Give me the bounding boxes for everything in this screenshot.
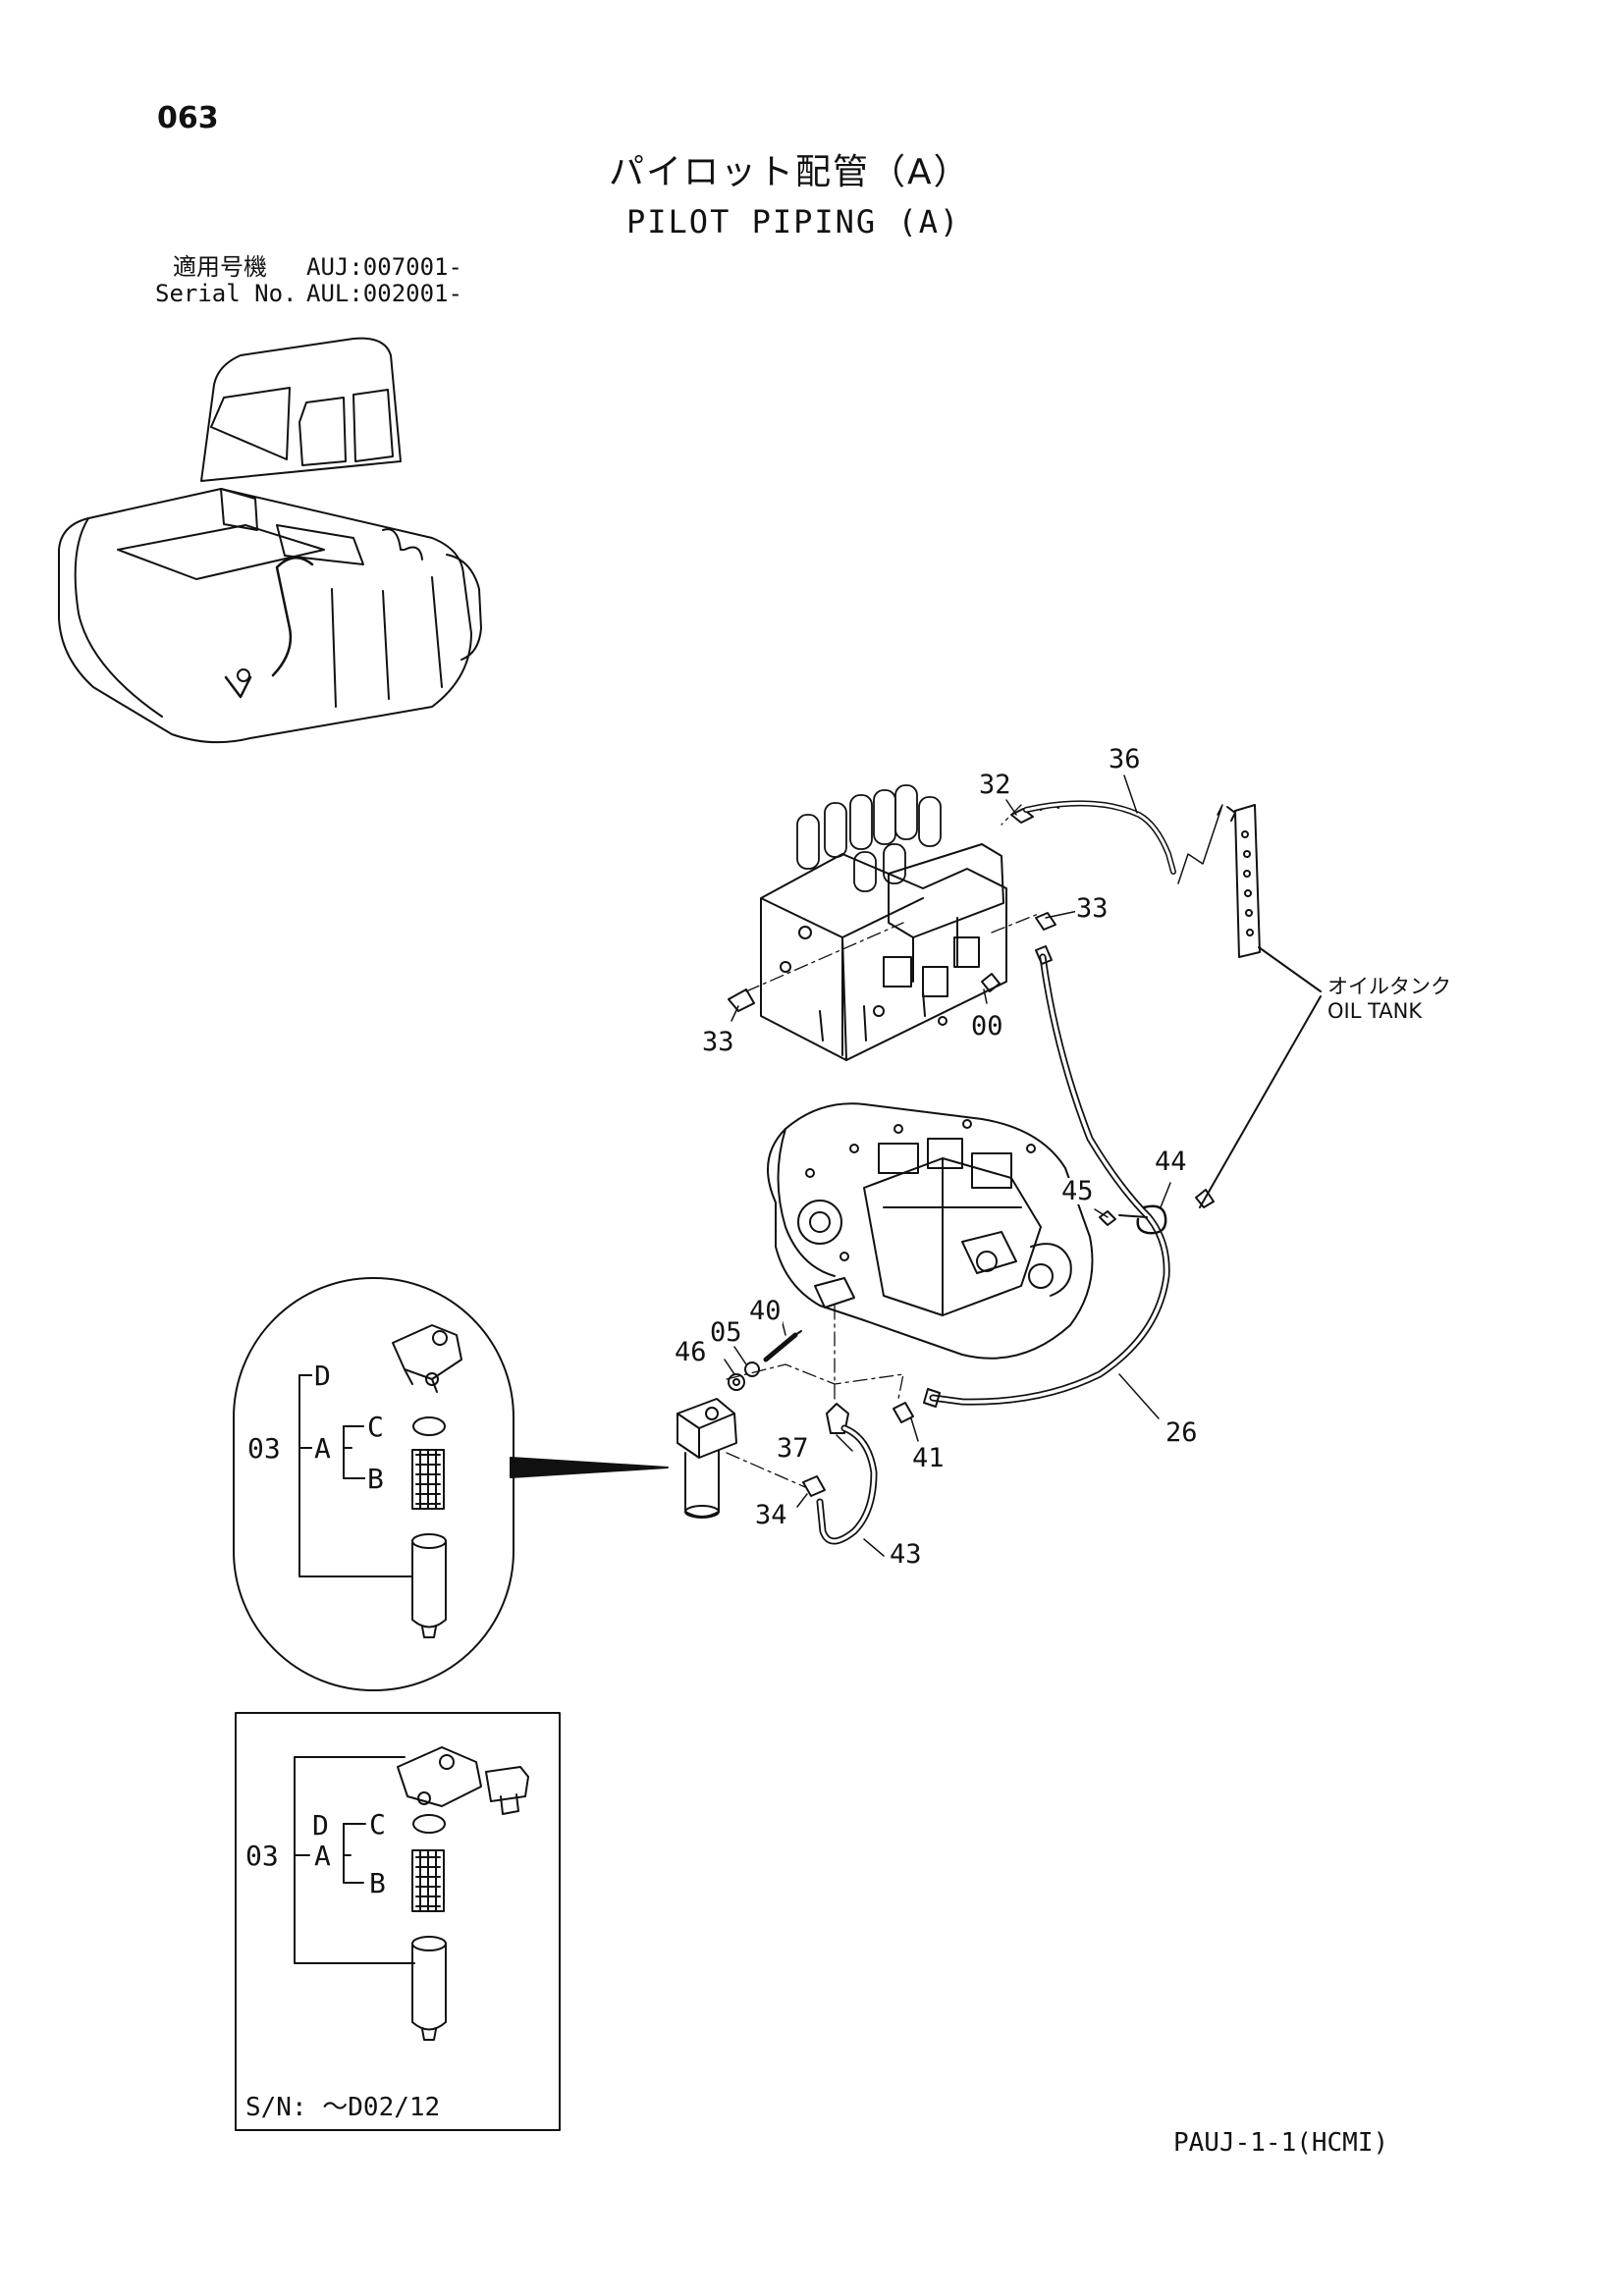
- serial-range-2: AUL:002001-: [306, 280, 462, 307]
- callout-44: 44: [1154, 1147, 1188, 1177]
- filter-detail-circle: [234, 1278, 514, 1690]
- page-title-japanese: パイロット配管（A）: [609, 152, 971, 192]
- pilot-hose-icon: [924, 946, 1166, 1407]
- callout-45: 45: [1060, 1176, 1095, 1206]
- legend2-part-c: C: [367, 1808, 388, 1841]
- legend1-part-b: B: [365, 1463, 386, 1495]
- hydraulic-pump-icon: [768, 1103, 1093, 1358]
- legend2-assembly-03: 03: [244, 1840, 281, 1872]
- oil-tank-bracket-icon: [1178, 805, 1321, 1207]
- oil-tank-label-english: OIL TANK: [1327, 999, 1423, 1023]
- pilot-filter-icon: [511, 1306, 913, 1541]
- callout-41: 41: [911, 1443, 946, 1473]
- callout-46: 46: [674, 1337, 708, 1367]
- filter-detail-box: [236, 1713, 560, 2130]
- callout-32: 32: [978, 770, 1012, 800]
- legend2-part-d: D: [310, 1809, 331, 1842]
- serial-label-english: Serial No.: [155, 280, 298, 307]
- callout-26: 26: [1164, 1417, 1199, 1448]
- callout-36: 36: [1108, 744, 1142, 774]
- callout-00: 00: [970, 1011, 1004, 1041]
- legend1-part-a: A: [312, 1432, 333, 1465]
- serial-box-note: S/N: ～D02/12: [245, 2093, 441, 2122]
- callout-34: 34: [754, 1500, 788, 1530]
- callout-33-right: 33: [1075, 893, 1110, 924]
- oil-tank-label-japanese: オイルタンク: [1327, 975, 1451, 998]
- control-valve-icon: [729, 785, 1173, 1060]
- footer-code: PAUJ-1-1(HCMI): [1173, 2128, 1389, 2158]
- legend1-part-d: D: [312, 1360, 333, 1392]
- legend1-part-c: C: [365, 1411, 386, 1443]
- serial-range-1: AUJ:007001-: [306, 253, 462, 281]
- page-title-english: PILOT PIPING (A): [626, 203, 961, 240]
- callout-leaders: [725, 775, 1170, 1556]
- page-number: 063: [157, 101, 219, 135]
- legend1-assembly-03: 03: [245, 1432, 283, 1465]
- callout-33-left: 33: [701, 1027, 735, 1057]
- serial-label-japanese: 適用号機: [173, 253, 267, 281]
- legend2-part-a: A: [312, 1840, 333, 1872]
- legend2-part-b: B: [367, 1867, 388, 1899]
- callout-43: 43: [889, 1539, 923, 1570]
- excavator-overview-icon: [59, 339, 481, 743]
- callout-05: 05: [709, 1317, 743, 1348]
- callout-40: 40: [748, 1296, 783, 1326]
- callout-37: 37: [776, 1433, 810, 1464]
